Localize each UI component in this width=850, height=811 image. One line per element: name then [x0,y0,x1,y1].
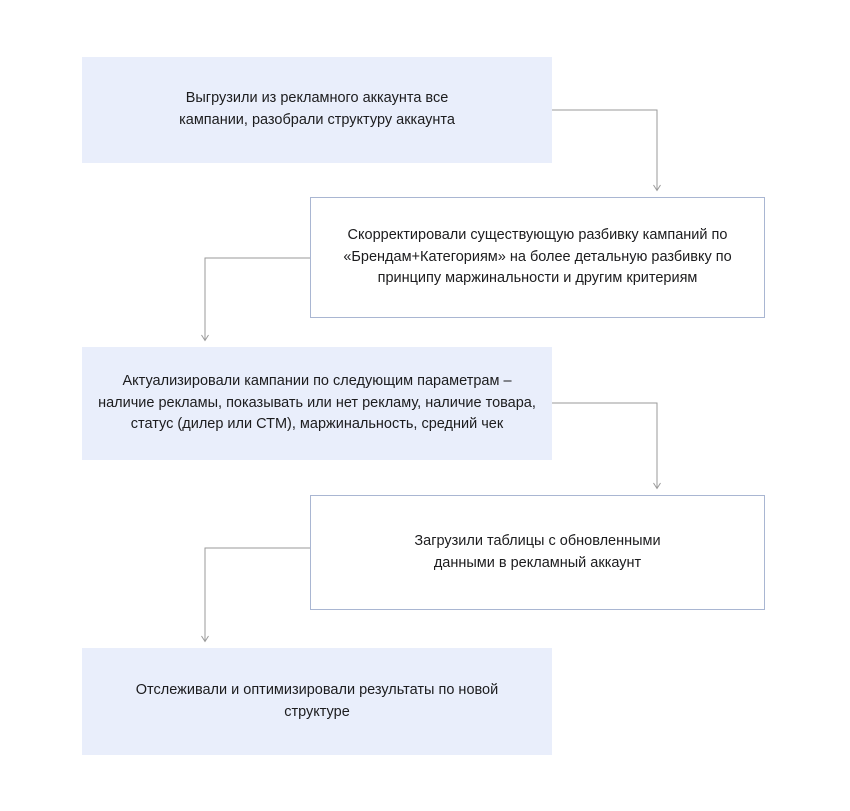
step-1-text: Выгрузили из рекламного аккаунта все кам… [179,90,455,128]
step-3-box: Актуализировали кампании по следующим па… [82,347,552,460]
step-2-text: Скорректировали существующую разбивку ка… [343,226,732,287]
step-3-text: Актуализировали кампании по следующим па… [98,372,536,433]
arrow-step4-to-step5 [201,547,310,643]
step-4-box: Загрузили таблицы с обновленными данными… [310,495,765,610]
arrow-step3-to-step4 [552,402,661,490]
arrow-step2-to-step3 [201,257,310,342]
step-1-box: Выгрузили из рекламного аккаунта все кам… [82,57,552,163]
arrow-step1-to-step2 [552,109,661,192]
step-2-box: Скорректировали существующую разбивку ка… [310,197,765,318]
step-5-text: Отслеживали и оптимизировали результаты … [135,681,499,720]
step-4-text: Загрузили таблицы с обновленными данными… [414,532,661,571]
step-5-box: Отслеживали и оптимизировали результаты … [82,648,552,755]
